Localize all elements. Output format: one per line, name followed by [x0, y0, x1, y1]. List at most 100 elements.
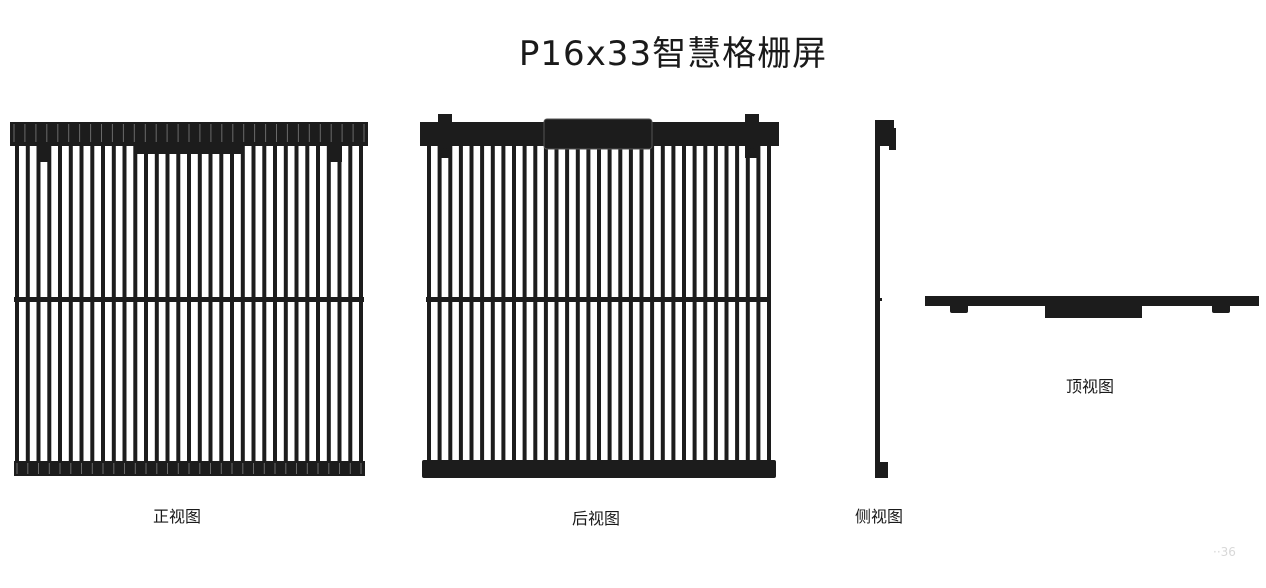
- back-view-drawing: [420, 114, 779, 478]
- front-grille-bars: [15, 140, 363, 468]
- front-grille-bar: [133, 140, 138, 468]
- front-top-frame-notch: [57, 124, 59, 142]
- front-bottom-rail-notch: [296, 463, 297, 474]
- front-bottom-rail-notch: [220, 463, 222, 474]
- front-middle-rail: [14, 297, 364, 302]
- front-grille-bar: [36, 140, 41, 468]
- front-right-bracket: [330, 146, 342, 162]
- front-grille-bar: [348, 140, 353, 468]
- front-grille-bar: [359, 140, 363, 468]
- front-top-frame-notch: [363, 124, 365, 142]
- front-top-frame-notch: [352, 124, 354, 142]
- front-bottom-rail-notch: [317, 463, 319, 474]
- front-top-frame-notch: [254, 124, 256, 142]
- back-right-bracket: [745, 114, 759, 158]
- front-bottom-rail-notch: [328, 463, 330, 474]
- front-grille-bar: [25, 140, 30, 468]
- front-grille-bar: [47, 140, 52, 468]
- back-center-box: [543, 118, 653, 150]
- side-top-bracket: [889, 128, 896, 150]
- front-bottom-rail-notch: [188, 463, 190, 474]
- page-title: P16x33智慧格栅屏: [518, 34, 828, 74]
- front-bottom-rail-notch: [59, 463, 61, 474]
- top-left-foot: [950, 304, 968, 313]
- front-grille-bar: [165, 140, 170, 468]
- front-bottom-rail-notch: [306, 463, 308, 474]
- front-top-frame-notch: [188, 124, 190, 142]
- front-bottom-rail-notch: [339, 463, 340, 474]
- front-bottom-rail-notch: [81, 463, 82, 474]
- front-grille-bar: [144, 140, 148, 468]
- front-top-frame-notch: [199, 124, 201, 142]
- front-bottom-rail-notch: [199, 463, 201, 474]
- front-grille-bar: [230, 140, 234, 468]
- front-top-frame-notch: [35, 124, 37, 142]
- front-bottom-rail-notch: [253, 463, 254, 474]
- front-top-frame-notch: [297, 124, 299, 142]
- front-top-frame-notch: [166, 124, 168, 142]
- front-grille-bar: [122, 140, 127, 468]
- front-top-frame-notch: [122, 124, 124, 142]
- side-bottom-cap: [876, 462, 888, 478]
- front-top-frame-notch: [155, 124, 157, 142]
- front-bottom-rail-notch: [124, 463, 125, 474]
- front-top-frame-notch: [133, 124, 135, 142]
- top-right-foot: [1212, 304, 1230, 313]
- front-grille-bar: [187, 140, 191, 468]
- front-bottom-rail-notch: [285, 463, 287, 474]
- side-view-caption: 侧视图: [855, 507, 904, 526]
- back-view-caption: 后视图: [572, 509, 621, 528]
- front-grille-bar: [219, 140, 224, 468]
- front-grille-bar: [68, 140, 73, 468]
- front-center-box: [136, 144, 242, 154]
- front-bottom-rail-notch: [242, 463, 244, 474]
- front-top-frame-notch: [210, 124, 212, 142]
- front-bottom-rail-notch: [27, 463, 29, 474]
- front-top-frame-notch: [232, 124, 234, 142]
- front-grille-bar: [326, 140, 331, 468]
- front-grille-bar: [101, 140, 105, 468]
- front-grille-bar: [208, 140, 213, 468]
- front-grille-bar: [273, 140, 277, 468]
- front-bottom-rail-notch: [274, 463, 276, 474]
- back-left-bracket: [438, 114, 452, 158]
- front-grille-bar: [111, 140, 116, 468]
- front-bottom-rail-notch: [102, 463, 104, 474]
- front-bottom-rail-notch: [134, 463, 136, 474]
- front-bottom-rail-notch: [113, 463, 115, 474]
- front-bottom-rail-notch: [145, 463, 147, 474]
- front-bottom-rail-texture: [16, 463, 362, 474]
- front-top-frame-notch: [13, 124, 15, 142]
- front-top-frame-notch: [101, 124, 102, 142]
- front-top-frame-notch: [308, 124, 310, 142]
- front-grille-bar: [283, 140, 288, 468]
- front-top-frame-notch: [221, 124, 223, 142]
- front-top-frame-notch: [265, 124, 267, 142]
- front-left-bracket: [38, 146, 50, 162]
- front-top-frame-notch: [111, 124, 113, 142]
- back-bottom-rail: [422, 460, 776, 478]
- front-bottom-rail-notch: [38, 463, 39, 474]
- front-bottom-rail-notch: [48, 463, 50, 474]
- front-grille-bar: [154, 140, 159, 468]
- front-grille-bar: [262, 140, 267, 468]
- front-bottom-rail-notch: [210, 463, 211, 474]
- front-bottom-rail-notch: [91, 463, 93, 474]
- side-middle-tick: [878, 298, 882, 301]
- front-top-frame-notch: [90, 124, 92, 142]
- front-bottom-rail-notch: [177, 463, 179, 474]
- front-bottom-rail-notch: [349, 463, 351, 474]
- back-left-bracket-bolt: [441, 148, 449, 156]
- front-top-frame-texture: [13, 124, 365, 142]
- front-grille-bar: [58, 140, 62, 468]
- front-top-frame-notch: [341, 124, 343, 142]
- front-grille-bar: [176, 140, 181, 468]
- front-grille-bar: [305, 140, 310, 468]
- top-center-box: [1045, 304, 1142, 318]
- side-profile-bar: [875, 120, 880, 478]
- top-main-profile: [925, 296, 1259, 306]
- front-bottom-rail-notch: [156, 463, 158, 474]
- front-grille-bar: [251, 140, 256, 468]
- front-grille-bar: [79, 140, 84, 468]
- top-view-caption: 顶视图: [1066, 377, 1115, 396]
